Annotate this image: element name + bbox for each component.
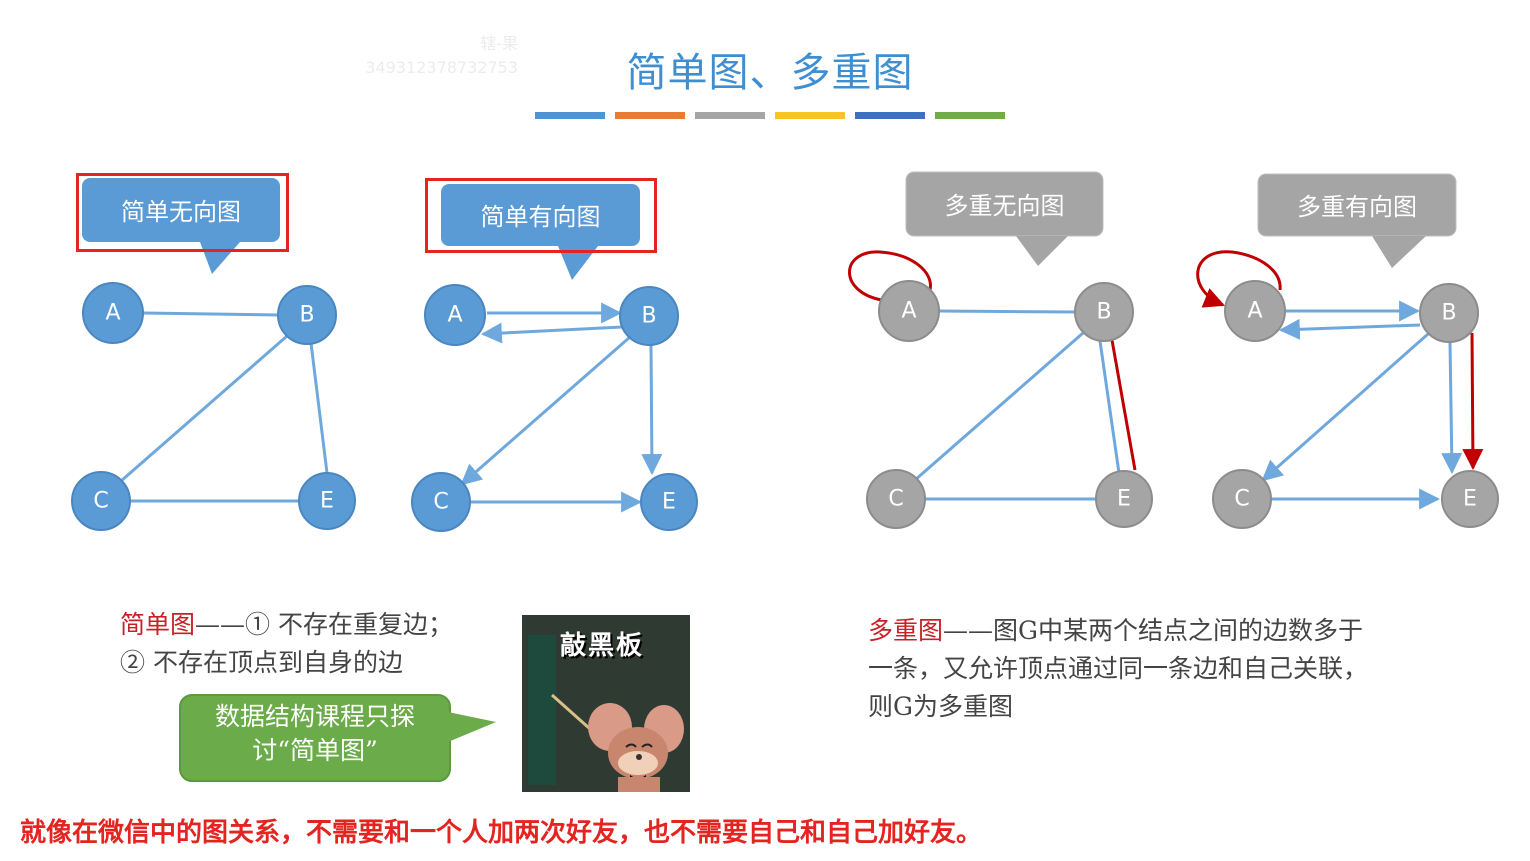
edge-b-e-1 (1098, 340, 1121, 474)
graph-multi-directed (1196, 250, 1499, 529)
node-label-e: E (1463, 486, 1477, 512)
simple-graph-rule-2: ② 不存在顶点到自身的边 (120, 648, 403, 677)
simple-graph-rule-1: ——① 不存在重复边； (195, 610, 453, 639)
multigraph-definition-line-1: ——图G中某两个结点之间的边数多于 (943, 616, 1363, 645)
label-multi-undirected: 多重无向图 (944, 192, 1065, 220)
node-label-c: C (888, 486, 904, 512)
node-label-b: B (299, 302, 315, 328)
edge-b-to-c (460, 335, 631, 486)
edge-a-b (142, 311, 280, 317)
edge-b-to-e-1 (1441, 341, 1463, 475)
edge-b-to-a (480, 322, 623, 344)
highlight-frame-simple-directed (425, 178, 657, 253)
multigraph-term: 多重图 (868, 616, 944, 645)
node-label-c: C (433, 489, 449, 515)
edge-b-c (914, 331, 1084, 482)
bubble-multi-undirected (905, 171, 1104, 266)
node-label-a: A (1247, 298, 1263, 324)
node-label-a: A (105, 300, 121, 326)
node-label-c: C (1234, 486, 1250, 512)
meme-illustration (522, 615, 690, 792)
node-e (1095, 470, 1153, 528)
label-multi-directed: 多重有向图 (1297, 193, 1417, 221)
color-bar-segment (775, 112, 845, 119)
bubble-simple-directed (441, 184, 640, 280)
simple-graph-term: 简单图 (120, 610, 196, 639)
node-label-e: E (320, 488, 334, 514)
green-callout-line-2: 讨“简单图” (252, 736, 378, 765)
color-bar-segment (535, 112, 605, 119)
edge-a-b (938, 309, 1076, 314)
graph-simple-directed (411, 284, 698, 532)
meme-image: 敲黑板 (522, 615, 690, 792)
edge-b-to-e (641, 344, 663, 476)
node-label-a: A (447, 302, 463, 328)
footer-subtitle: 就像在微信中的图关系，不需要和一个人加两次好友，也不需要自己和自己加好友。 (20, 818, 983, 848)
multigraph-definition: 多重图——图G中某两个结点之间的边数多于 一条，又允许顶点通过同一条边和自己关联… (868, 612, 1468, 726)
node-c (411, 472, 471, 532)
watermark-line-2: 349312378732753 (365, 58, 518, 77)
node-c (1212, 469, 1272, 529)
color-bar-segment (855, 112, 925, 119)
label-simple-directed: 简单有向图 (480, 203, 601, 231)
simple-graph-definition: 简单图——① 不存在重复边； ② 不存在顶点到自身的边 (120, 606, 520, 682)
color-bar-segment (935, 112, 1005, 119)
self-loop-a (1196, 250, 1282, 308)
edge-b-e-2 (1110, 339, 1137, 471)
meme-caption: 敲黑板 (560, 631, 645, 661)
node-b (1074, 282, 1134, 342)
edge-b-to-c (1261, 332, 1429, 482)
highlight-frame-simple-undirected (76, 173, 289, 252)
graph-simple-undirected (71, 282, 356, 531)
green-callout-line-1: 数据结构课程只探 (214, 702, 415, 731)
color-bar-segment (695, 112, 765, 119)
edge-b-c (120, 334, 288, 483)
bubble-multi-directed (1257, 173, 1457, 268)
node-b (277, 285, 337, 345)
node-b (1419, 283, 1479, 343)
node-label-a: A (901, 298, 917, 324)
node-label-b: B (1441, 300, 1457, 326)
node-a (424, 284, 486, 346)
node-e (640, 473, 698, 531)
node-a (82, 282, 144, 344)
node-a (878, 280, 940, 342)
node-label-b: B (641, 303, 657, 329)
edge-b-to-a (1278, 318, 1421, 340)
color-bar-segment (615, 112, 685, 119)
green-callout-text: 数据结构课程只探 讨“简单图” (185, 700, 445, 768)
edge-b-to-e-2 (1462, 332, 1484, 471)
node-label-b: B (1096, 299, 1112, 325)
multigraph-definition-line-3: 则G为多重图 (868, 692, 1013, 721)
node-e (298, 472, 356, 530)
label-simple-undirected: 简单无向图 (121, 198, 241, 226)
graph-multi-undirected (848, 250, 1153, 529)
node-c (866, 469, 926, 529)
edge-b-e (309, 342, 329, 474)
node-c (71, 471, 131, 531)
watermark: 辖-果 349312378732753 (318, 32, 518, 80)
watermark-line-1: 辖-果 (480, 34, 518, 53)
multigraph-definition-line-2: 一条，又允许顶点通过同一条边和自己关联， (868, 654, 1369, 683)
node-label-e: E (662, 489, 676, 515)
node-label-e: E (1117, 486, 1131, 512)
node-label-c: C (93, 488, 109, 514)
self-loop-a (848, 250, 932, 302)
node-a (1224, 280, 1286, 342)
green-callout (179, 694, 496, 782)
node-e (1441, 470, 1499, 528)
node-b (619, 286, 679, 346)
slide-title: 简单图、多重图 (626, 50, 914, 96)
